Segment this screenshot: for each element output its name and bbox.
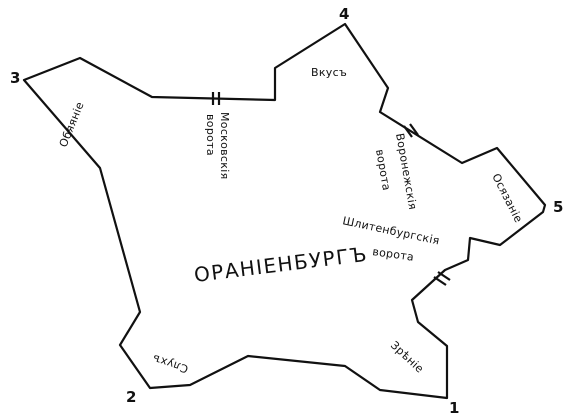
- corner-label-1: 1: [449, 399, 459, 417]
- corner-label-3: 3: [10, 69, 20, 87]
- moscow-gate-label-line1: Московскія: [218, 112, 231, 180]
- corner-label-4: 4: [339, 5, 349, 23]
- fortress-outline: [22, 22, 547, 400]
- voronezh-gate-label-line2: ворота: [373, 148, 393, 191]
- schlitten-gate-label-line2: ворота: [372, 245, 415, 264]
- schlitten-gate-mark-2: [437, 271, 451, 281]
- voronezh-gate-label-line1: Воронежскія: [393, 132, 419, 211]
- sense-touch-right: Осязаніе: [489, 171, 525, 224]
- voronezh-gate-mark-2: [409, 123, 419, 136]
- sense-taste: Вкусъ: [311, 66, 347, 79]
- corner-label-5: 5: [553, 198, 563, 216]
- schlitten-gate-mark-1: [433, 276, 447, 286]
- sense-sight: Зрѣніе: [388, 339, 426, 376]
- corner-label-2: 2: [126, 388, 136, 406]
- voronezh-gate-mark-1: [403, 125, 413, 138]
- sense-hearing: Слухъ: [151, 352, 190, 376]
- city-name: ОРАНІЕНБУРГЪ: [193, 242, 370, 287]
- moscow-gate-label-line2: ворота: [204, 114, 217, 156]
